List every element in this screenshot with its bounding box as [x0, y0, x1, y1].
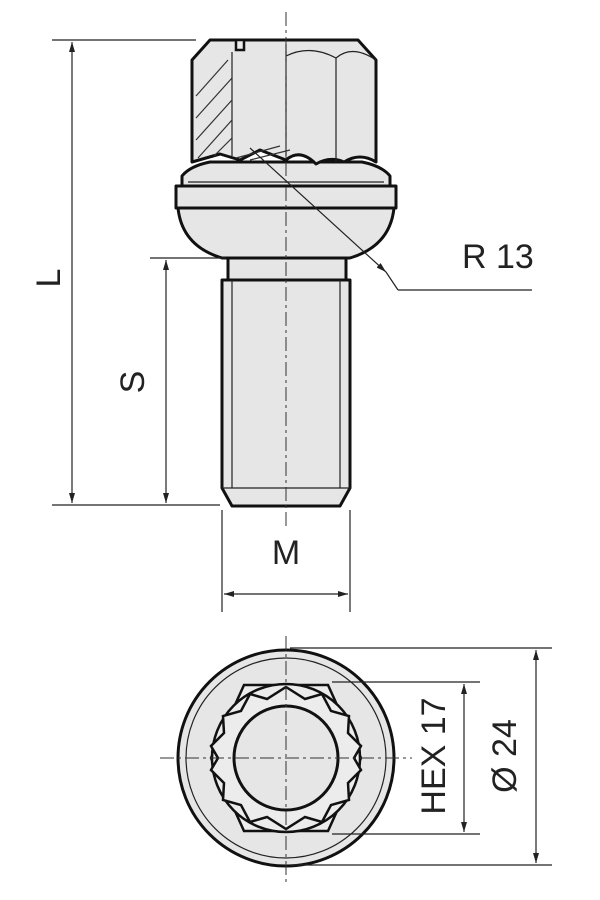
dimension-length: L: [30, 39, 220, 506]
thread-label: M: [272, 534, 300, 572]
dimension-thread: M: [221, 510, 351, 612]
side-view: L S M R 13: [30, 12, 534, 612]
hex-label: HEX 17: [415, 697, 453, 814]
shank-label: S: [114, 371, 152, 394]
dimension-diameter: Ø 24: [290, 647, 552, 866]
hex-head: [190, 38, 378, 166]
length-label: L: [30, 269, 68, 288]
dimension-hex: HEX 17: [332, 681, 480, 835]
radius-callout: R 13: [249, 147, 534, 291]
top-view: HEX 17 Ø 24: [160, 636, 552, 884]
diameter-label: Ø 24: [486, 719, 524, 793]
section-hatching: [195, 59, 291, 161]
radius-label: R 13: [462, 238, 534, 276]
dimension-shank: S: [114, 257, 226, 503]
